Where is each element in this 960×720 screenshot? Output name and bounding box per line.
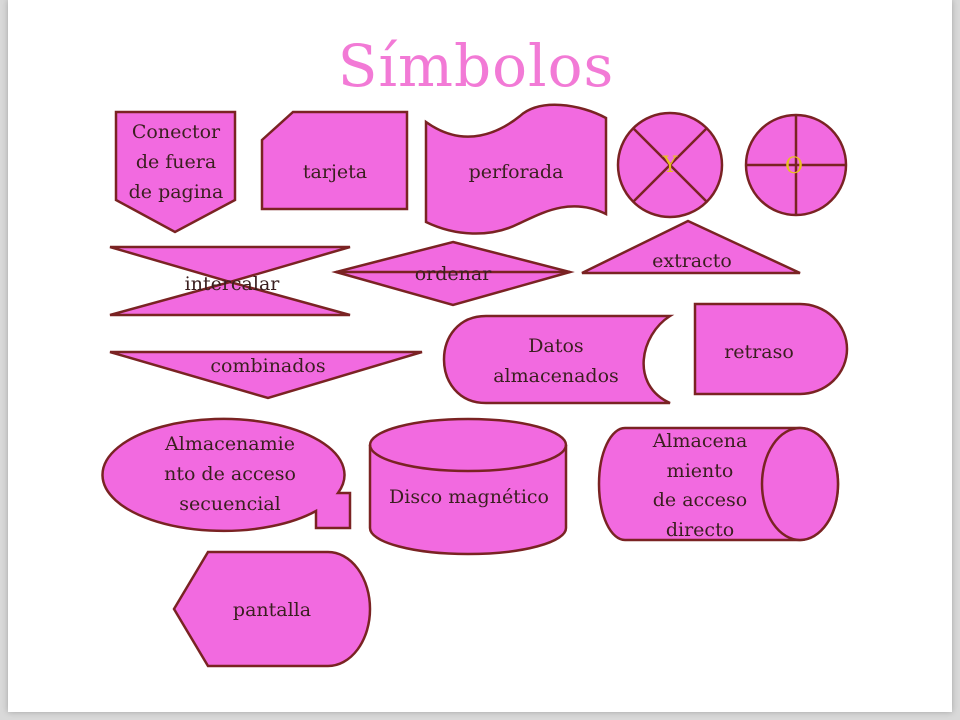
card-label: tarjeta	[303, 161, 367, 183]
display-label: pantalla	[233, 599, 311, 621]
and-junction-symbol: Y	[616, 111, 724, 219]
sort-label: ordenar	[415, 263, 492, 285]
or-junction-symbol: O	[744, 113, 848, 217]
collate-symbol: intercalar	[109, 245, 351, 317]
extract-label: extracto	[652, 250, 732, 272]
delay-label: retraso	[724, 341, 794, 363]
off-page-connector-label-3: de pagina	[129, 181, 224, 203]
punched-tape-symbol: perforada	[424, 103, 608, 235]
magnetic-disk-symbol: Disco magnético	[368, 417, 568, 556]
sequential-storage-symbol: Almacenamie nto de acceso secuencial	[101, 417, 352, 533]
card-symbol: tarjeta	[260, 110, 409, 211]
stored-data-symbol: Datos almacenados	[442, 314, 675, 405]
and-junction-label: Y	[662, 153, 678, 178]
off-page-connector-label-1: Conector	[132, 121, 221, 143]
off-page-connector-label-2: de fuera	[136, 151, 216, 173]
magnetic-disk-label: Disco magnético	[389, 486, 549, 508]
page-title: Símbolos	[337, 32, 615, 100]
sequential-storage-label-3: secuencial	[179, 493, 280, 515]
direct-access-label-4: directo	[666, 519, 734, 541]
punched-tape-label: perforada	[469, 161, 564, 183]
stored-data-label-2: almacenados	[493, 365, 619, 387]
off-page-connector-symbol: Conector de fuera de pagina	[114, 110, 237, 234]
merge-label: combinados	[210, 355, 325, 377]
extract-symbol: extracto	[581, 219, 801, 275]
collate-label: intercalar	[185, 273, 281, 295]
stored-data-label-1: Datos	[528, 335, 583, 357]
sequential-storage-label-1: Almacenamie	[164, 433, 295, 455]
direct-access-label-2: miento	[667, 460, 734, 482]
display-symbol: pantalla	[172, 550, 372, 668]
direct-access-label-3: de acceso	[653, 489, 748, 511]
direct-access-storage-symbol: Almacena miento de acceso directo	[597, 426, 840, 542]
direct-access-label-1: Almacena	[652, 430, 748, 452]
or-junction-label: O	[785, 154, 803, 179]
sequential-storage-label-2: nto de acceso	[164, 463, 296, 485]
merge-symbol: combinados	[109, 350, 423, 400]
sort-symbol: ordenar	[331, 240, 575, 307]
delay-symbol: retraso	[693, 302, 849, 396]
